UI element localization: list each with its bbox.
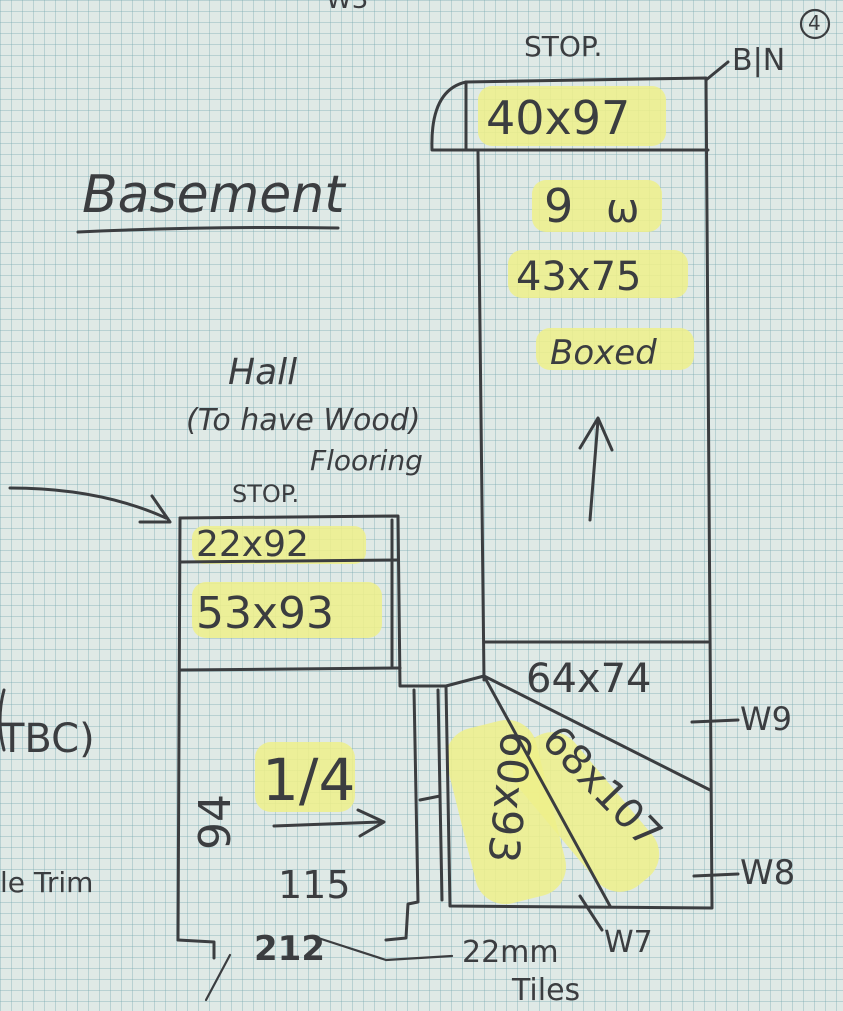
bn-label: B|N (732, 43, 785, 78)
winder-corner (444, 674, 486, 688)
stair-arrowhead (578, 416, 614, 452)
stair-count: 9 (544, 179, 573, 233)
stair-inner-stringer (476, 150, 486, 682)
bn-number-circle (799, 8, 831, 40)
highlight-nosing (192, 526, 366, 564)
stair-top-bullnose (430, 80, 710, 152)
tiles-note-line1: 22mm (462, 935, 559, 970)
highlight-top-step (478, 86, 666, 146)
hall-label-line2: (To have Wood) (186, 403, 420, 438)
highlight-fraction (255, 742, 355, 812)
room-fraction: 1/4 (262, 746, 355, 814)
w7-tick (578, 894, 604, 932)
highlights (192, 86, 694, 905)
hall-stop-label: STOP. (232, 480, 299, 508)
highlight-tread (508, 250, 688, 298)
hall-nosing-dim: 22x92 (196, 524, 309, 565)
top-fragment: W3 (326, 0, 368, 15)
room-direction-line (272, 820, 382, 828)
w9-label: W9 (740, 700, 792, 738)
title-underline (76, 226, 340, 234)
cut-mark (204, 953, 232, 1002)
room-bottom-dim: 212 (254, 929, 325, 969)
lower-room-bottom (176, 938, 216, 960)
stair-tread-dim: 43x75 (516, 254, 641, 300)
hall-block-outline (178, 514, 448, 688)
trim-label: le Trim (0, 866, 93, 899)
hall-label-line1: Hall (228, 352, 297, 393)
tiles-leader-left (310, 934, 388, 962)
partition-wall (384, 688, 420, 942)
highlight-boxed (536, 328, 694, 370)
w9-tick (690, 718, 740, 724)
winder-line-1 (482, 674, 712, 792)
highlight-step (192, 582, 382, 638)
entry-arrowhead (138, 494, 172, 524)
tiles-note-line2: Tiles (511, 973, 580, 1008)
linework (0, 60, 740, 1002)
stair-count-mark: ω (606, 186, 640, 232)
stair-boxed-note: Boxed (550, 333, 657, 373)
w8-tick (692, 872, 740, 878)
stair-top-step-dim: 40x97 (486, 91, 630, 145)
hall-step-dim: 53x93 (196, 588, 334, 639)
room-arrowhead (356, 808, 386, 838)
hall-step-line (178, 666, 402, 672)
hall-nosing-line (178, 558, 400, 564)
stair-landing-dim: 64x74 (526, 656, 651, 702)
bn-number: 4 (808, 11, 821, 35)
stair-stop-label: STOP. (524, 30, 602, 63)
highlight-count (532, 180, 662, 232)
w7-label: W7 (604, 925, 653, 960)
highlight-winder-b (512, 732, 660, 892)
tbc-bracket (0, 688, 6, 752)
winder-line-2 (482, 674, 612, 908)
room-side-dim: 94 (190, 794, 241, 850)
w8-label: W8 (740, 853, 795, 893)
partition-tick (418, 794, 442, 802)
room-width-dim: 115 (278, 863, 351, 907)
entry-leader-line (8, 486, 168, 520)
hall-label-line3: Flooring (310, 444, 423, 477)
tbc-label: TBC) (0, 716, 95, 762)
stair-outer-wall (444, 76, 714, 910)
tiles-leader-right (384, 954, 454, 962)
stair-direction-line (588, 418, 600, 522)
page-title: Basement (82, 165, 346, 225)
bn-tick (704, 60, 730, 82)
hall-block-left (176, 516, 182, 942)
